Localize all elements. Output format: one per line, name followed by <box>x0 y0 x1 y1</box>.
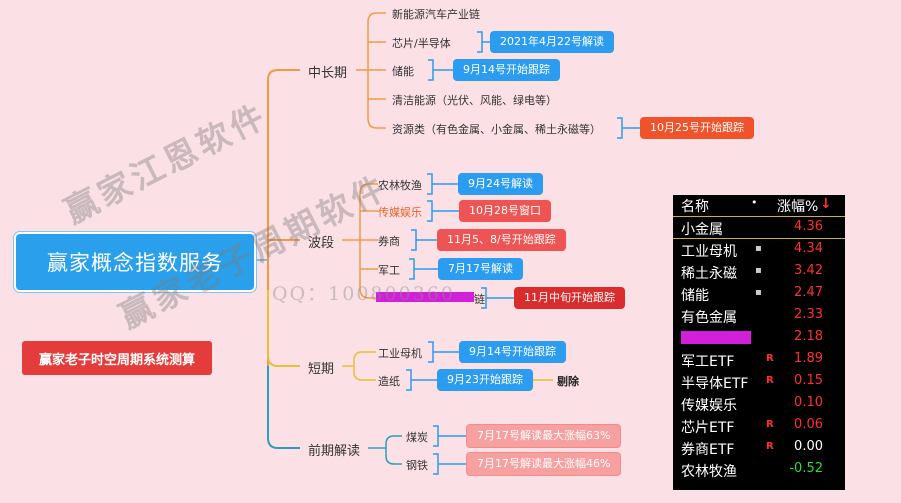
leaf-hidden-suffix: 链 <box>474 293 485 306</box>
branch-swing[interactable]: 波段 <box>308 236 335 251</box>
remove-note: 剔除 <box>557 375 579 388</box>
quote-name: 小金属 <box>681 222 723 238</box>
tag-agriculture[interactable]: 9月24号解读 <box>458 173 543 195</box>
quote-flag: ▪ <box>755 243 762 254</box>
quote-name: 半导体ETF <box>681 376 749 392</box>
quote-change: 4.36 <box>794 219 823 234</box>
quote-row[interactable]: 农林牧渔 -0.52 <box>673 459 845 481</box>
leaf-machine-tool[interactable]: 工业母机 <box>378 347 422 360</box>
quote-flag: R <box>766 419 774 430</box>
quote-name: 农林牧渔 <box>681 464 737 480</box>
root-node[interactable]: 赢家概念指数服务 <box>14 232 256 292</box>
branch-long-term[interactable]: 中长期 <box>308 66 348 81</box>
quote-row[interactable]: 传媒娱乐 0.10 <box>673 393 845 415</box>
row-divider <box>673 238 845 239</box>
sort-desc-icon[interactable]: ↓ <box>820 196 832 212</box>
quote-change: 4.34 <box>794 241 823 256</box>
quote-name: 稀土永磁 <box>681 266 737 282</box>
leaf-military[interactable]: 军工 <box>378 264 400 277</box>
quote-row[interactable]: 2.18 <box>673 327 845 349</box>
leaf-media[interactable]: 传媒娱乐 <box>378 206 422 219</box>
quote-flag: ▪ <box>755 287 762 298</box>
tag-media[interactable]: 10月28号窗口 <box>459 200 551 222</box>
leaf-brokerage[interactable]: 券商 <box>378 235 400 248</box>
quote-name: 芯片ETF <box>681 420 735 436</box>
quote-change: 0.15 <box>794 373 823 388</box>
quote-row[interactable]: 稀土永磁 ▪ 3.42 <box>673 261 845 283</box>
quote-change: 0.10 <box>794 395 823 410</box>
quote-name: 券商ETF <box>681 442 735 458</box>
quote-change: 3.42 <box>794 263 823 278</box>
header-change[interactable]: 涨幅% <box>777 199 819 215</box>
quote-name: 储能 <box>681 288 709 304</box>
quote-row[interactable]: 储能 ▪ 2.47 <box>673 283 845 305</box>
watermark-qq: QQ：100800360 <box>272 283 455 305</box>
quote-name: 传媒娱乐 <box>681 398 737 414</box>
quote-name: 有色金属 <box>681 310 737 326</box>
tag-steel[interactable]: 7月17号解读最大涨幅46% <box>466 452 622 476</box>
tag-brokerage[interactable]: 11月5、8/号开始跟踪 <box>437 229 566 251</box>
quote-change: 0.06 <box>794 417 823 432</box>
redaction-bar-panel <box>681 331 751 344</box>
quote-row[interactable]: 军工ETF R 1.89 <box>673 349 845 371</box>
leaf-coal[interactable]: 煤炭 <box>406 431 428 444</box>
branch-short-term[interactable]: 短期 <box>308 362 335 377</box>
quote-change: 1.89 <box>794 351 823 366</box>
header-dot: • <box>751 196 758 209</box>
quote-panel: 名称 • 涨幅% ↓ 小金属 4.36 工业母机 ▪ 4.34 稀土永磁 ▪ 3.42 储能 ▪ 2… <box>673 195 845 490</box>
quote-change: 2.18 <box>794 329 823 344</box>
quote-row[interactable]: 有色金属 2.33 <box>673 305 845 327</box>
quote-row[interactable]: 小金属 4.36 <box>673 217 845 239</box>
quote-flag: R <box>766 375 774 386</box>
quote-row[interactable]: 工业母机 ▪ 4.34 <box>673 239 845 261</box>
quote-name: 工业母机 <box>681 244 737 260</box>
tag-military[interactable]: 7月17号解读 <box>438 258 523 280</box>
header-divider <box>673 216 845 217</box>
leaf-steel[interactable]: 钢铁 <box>406 459 428 472</box>
cycle-system-button[interactable]: 赢家老子时空周期系统测算 <box>22 341 212 375</box>
quote-row[interactable]: 券商ETF R 0.00 <box>673 437 845 459</box>
tag-machine-tool[interactable]: 9月14号开始跟踪 <box>459 341 566 363</box>
branch-previous[interactable]: 前期解读 <box>308 444 361 459</box>
quote-name: 军工ETF <box>681 354 735 370</box>
leaf-nev-chain[interactable]: 新能源汽车产业链 <box>392 8 480 21</box>
leaf-energy-storage[interactable]: 储能 <box>392 65 414 78</box>
quote-row[interactable]: 半导体ETF R 0.15 <box>673 371 845 393</box>
header-name[interactable]: 名称 <box>681 199 709 215</box>
quote-change: -0.52 <box>789 461 823 476</box>
tag-paper[interactable]: 9月23开始跟踪 <box>437 369 533 391</box>
leaf-clean-energy[interactable]: 清洁能源（光伏、风能、绿电等） <box>392 94 557 107</box>
quote-flag: R <box>766 441 774 452</box>
quote-flag: R <box>766 353 774 364</box>
quote-panel-header: 名称 • 涨幅% ↓ <box>673 195 845 216</box>
redaction-bar <box>376 292 474 302</box>
leaf-resources[interactable]: 资源类（有色金属、小金属、稀土永磁等） <box>392 123 601 136</box>
tag-energy-storage[interactable]: 9月14号开始跟踪 <box>453 59 560 81</box>
leaf-agriculture[interactable]: 农林牧渔 <box>378 179 422 192</box>
quote-row[interactable]: 芯片ETF R 0.06 <box>673 415 845 437</box>
tag-coal[interactable]: 7月17号解读最大涨幅63% <box>466 424 622 448</box>
quote-change: 0.00 <box>794 439 823 454</box>
tag-resources[interactable]: 10月25号开始跟踪 <box>640 117 754 139</box>
tag-chip[interactable]: 2021年4月22号解读 <box>490 31 614 53</box>
leaf-paper[interactable]: 造纸 <box>378 375 400 388</box>
leaf-chip[interactable]: 芯片/半导体 <box>392 37 451 50</box>
quote-change: 2.47 <box>794 285 823 300</box>
quote-flag: ▪ <box>755 265 762 276</box>
quote-change: 2.33 <box>794 307 823 322</box>
tag-hidden-item[interactable]: 11月中旬开始跟踪 <box>514 287 625 309</box>
